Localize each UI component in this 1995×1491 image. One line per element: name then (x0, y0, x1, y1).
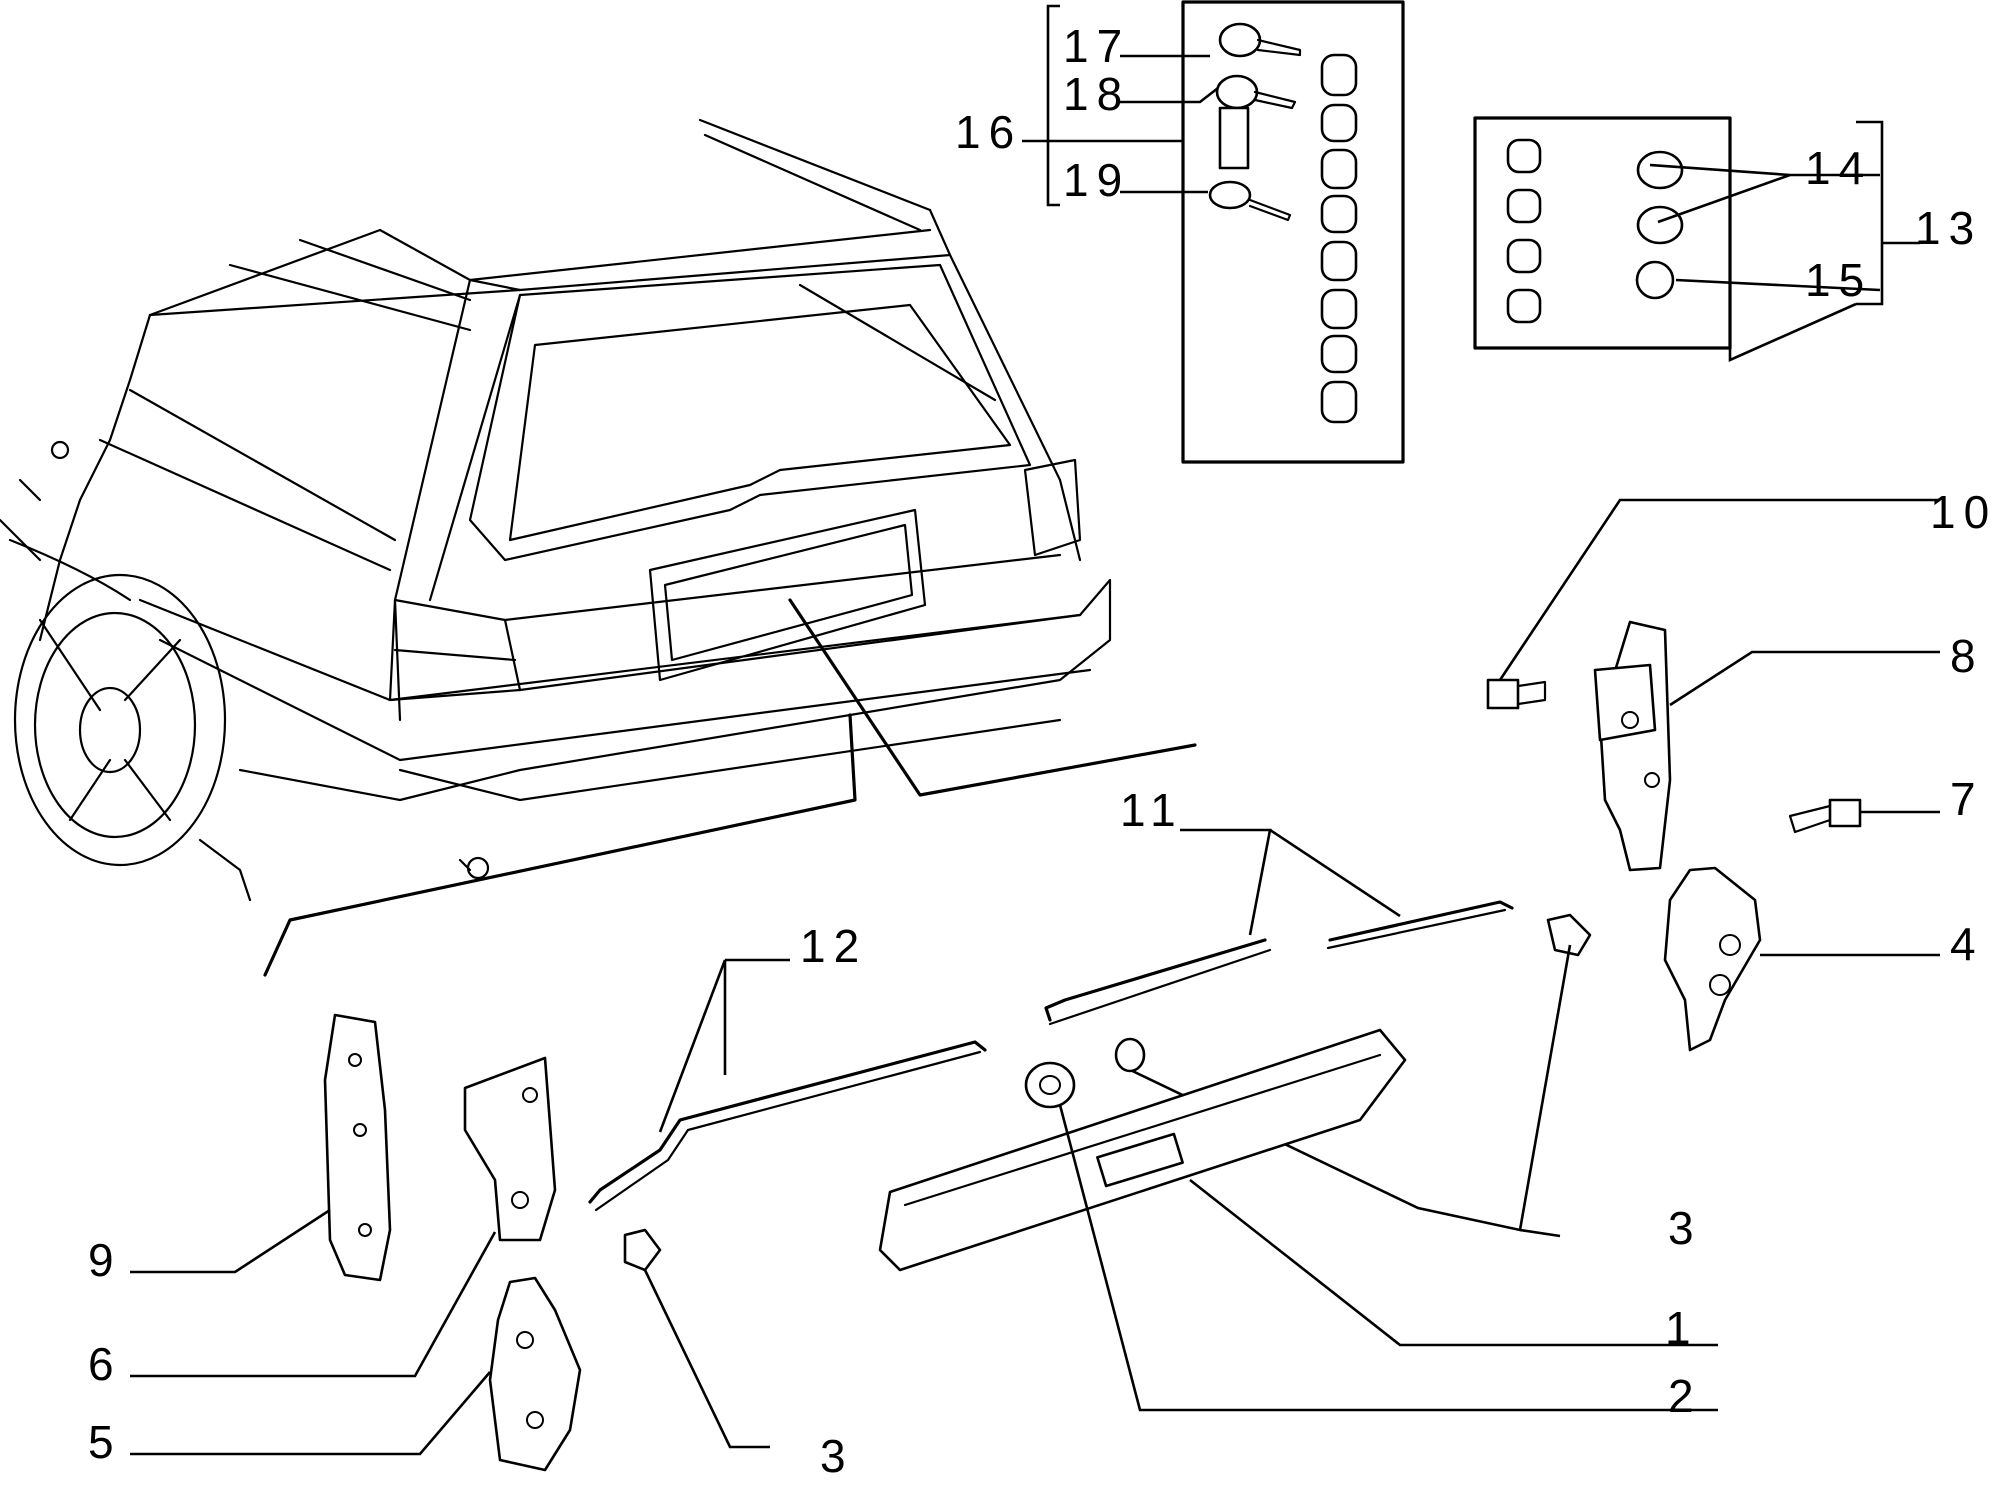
callout-3-left: 3 (820, 1430, 846, 1482)
callout-15: 15 (1805, 254, 1872, 306)
handle-assembly-1 (878, 1028, 1718, 1347)
key-icon (1208, 22, 1302, 222)
key-icons-13 (1580, 150, 1684, 300)
grommet-3-middle (1114, 1037, 1146, 1073)
lock-cylinder-icons-13 (1506, 138, 1542, 324)
callout-4: 4 (1950, 918, 1976, 970)
station-wagon-illustration (0, 118, 1197, 977)
hinge-bracket-8 (1593, 620, 1940, 872)
hinge-5 (130, 1276, 582, 1472)
bolt-7 (1788, 798, 1940, 834)
callout-10: 10 (1930, 486, 1995, 538)
hinge-6 (130, 1056, 557, 1378)
hinge-bracket-9 (130, 1013, 392, 1282)
rod-11 (1044, 828, 1514, 1026)
callout-labels: 1 2 3 3 4 5 6 7 8 9 10 11 12 13 14 15 16… (88, 20, 1995, 1482)
rod-12 (588, 958, 987, 1212)
callout-9: 9 (88, 1234, 114, 1286)
callout-8: 8 (1950, 630, 1976, 682)
callout-12: 12 (800, 920, 867, 972)
nut-2 (1024, 1061, 1718, 1412)
callout-16: 16 (955, 106, 1022, 158)
lock-set-box-13 (1473, 116, 1920, 363)
callout-2: 2 (1668, 1370, 1694, 1422)
bolt-10 (1486, 498, 1940, 710)
callout-17: 17 (1063, 20, 1130, 72)
callout-18: 18 (1063, 68, 1130, 120)
callout-13: 13 (1915, 202, 1982, 254)
callout-11: 11 (1120, 784, 1184, 836)
callout-6: 6 (88, 1338, 114, 1390)
lock-cylinder-icons (1320, 53, 1358, 424)
callout-3-right: 3 (1668, 1202, 1694, 1254)
hinge-4 (1663, 866, 1940, 1052)
clip-3-left (623, 1228, 770, 1449)
callout-19: 19 (1063, 154, 1130, 206)
callout-7: 7 (1950, 773, 1976, 825)
callout-5: 5 (88, 1416, 114, 1468)
callout-14: 14 (1805, 142, 1872, 194)
callout-1: 1 (1665, 1302, 1691, 1354)
lock-set-box-16 (1022, 0, 1405, 464)
